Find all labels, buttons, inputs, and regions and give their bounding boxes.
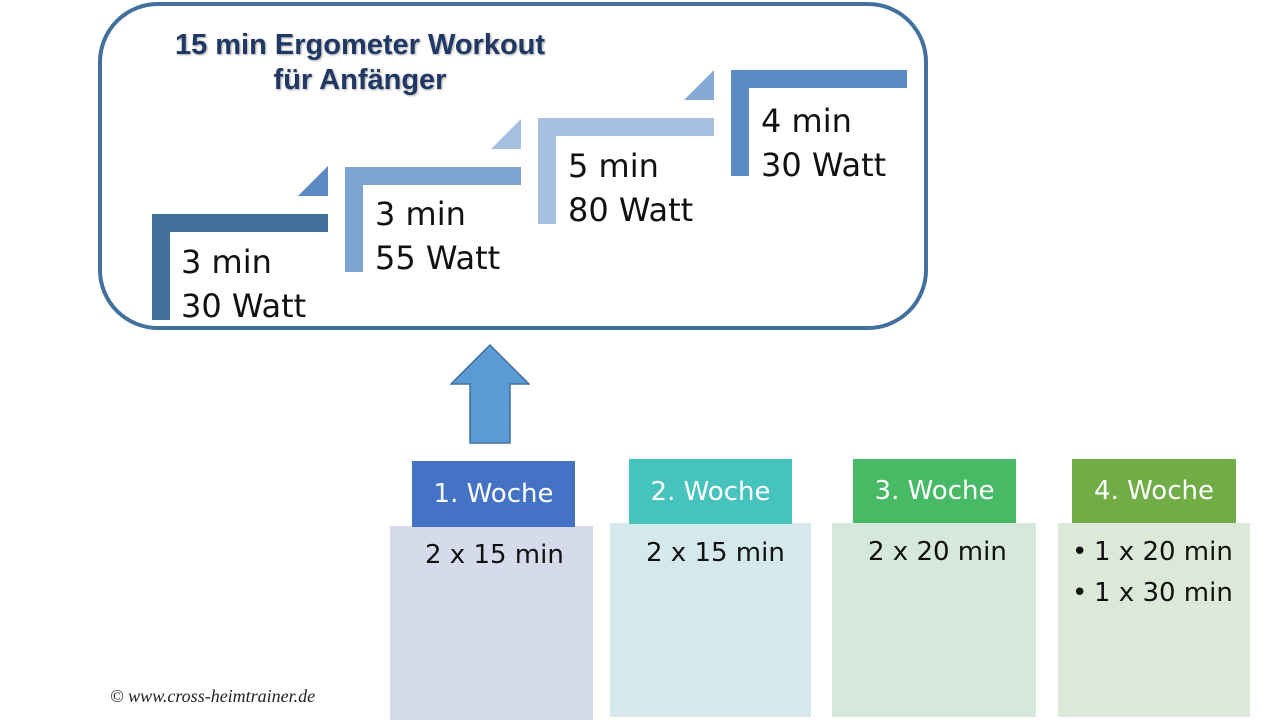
step-2-corner-triangle [491, 119, 521, 149]
workout-box [98, 2, 928, 330]
step-1-bar-horizontal [152, 214, 328, 232]
step-3-label: 5 min 80 Watt [568, 144, 693, 232]
step-4-power: 30 Watt [761, 146, 887, 184]
week-1-header: 1. Woche [412, 461, 575, 527]
step-1-power: 30 Watt [181, 287, 307, 325]
step-4-bar-horizontal [731, 70, 907, 88]
step-3-bar-horizontal [538, 118, 714, 136]
week-3-header: 3. Woche [853, 459, 1016, 523]
up-arrow-shape [450, 344, 530, 444]
step-2-power: 55 Watt [375, 239, 501, 277]
bullet-icon: • [1072, 578, 1088, 608]
week-4-body [1058, 523, 1250, 717]
week-1-item: 2 x 15 min [425, 540, 564, 570]
week-1-body [390, 526, 593, 720]
week-4-item-1-text: 1 x 20 min [1094, 537, 1233, 567]
week-4-header: 4. Woche [1072, 459, 1236, 523]
step-2-label: 3 min 55 Watt [375, 192, 500, 280]
week-2-body [610, 523, 811, 717]
workout-title: 15 min Ergometer Workout für Anfänger [130, 28, 590, 98]
week-3-item: 2 x 20 min [868, 537, 1007, 567]
bullet-icon: • [1072, 537, 1088, 567]
step-1-duration: 3 min [181, 243, 272, 281]
step-4-duration: 4 min [761, 102, 852, 140]
step-2-duration: 3 min [375, 195, 466, 233]
week-3-body [832, 523, 1036, 717]
step-3-power: 80 Watt [568, 191, 694, 229]
week-4-item-1: •1 x 20 min [1072, 537, 1233, 567]
step-2-bar-vertical [345, 167, 363, 272]
week-4-item-2-text: 1 x 30 min [1094, 578, 1233, 608]
step-2-bar-horizontal [345, 167, 521, 185]
step-4-bar-vertical [731, 70, 749, 176]
week-4-item-2: •1 x 30 min [1072, 578, 1233, 608]
up-arrow-icon [450, 344, 530, 444]
workout-title-line1: 15 min Ergometer Workout [174, 29, 546, 61]
step-3-corner-triangle [684, 70, 714, 100]
step-3-bar-vertical [538, 118, 556, 224]
step-1-corner-triangle [298, 166, 328, 196]
step-4-label: 4 min 30 Watt [761, 99, 886, 187]
step-1-label: 3 min 30 Watt [181, 240, 306, 328]
week-2-item: 2 x 15 min [646, 538, 785, 568]
workout-title-line2: für Anfänger [273, 64, 447, 96]
week-2-header: 2. Woche [629, 459, 792, 524]
copyright-text: © www.cross-heimtrainer.de [110, 686, 316, 706]
step-3-duration: 5 min [568, 147, 659, 185]
step-1-bar-vertical [152, 214, 170, 320]
